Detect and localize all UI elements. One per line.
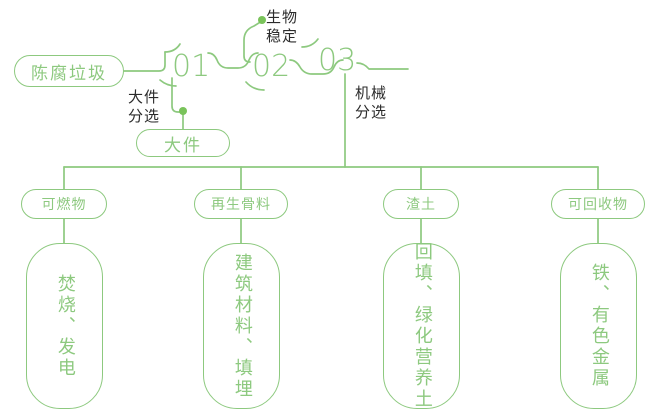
annotation-bulky-sorting-line2: 分选 (128, 106, 161, 125)
annotation-mechanical-sorting: 机械 分选 (355, 84, 387, 122)
category-pill-1[interactable]: 再生骨料 (194, 189, 288, 219)
stage-number-01[interactable]: 01 (172, 49, 211, 84)
category-pill-3-label: 可回收物 (568, 197, 628, 213)
outcome-box-0-text: 焚烧、发电 (54, 273, 76, 379)
wire-03-tail (356, 62, 409, 70)
source-node-label: 陈腐垃圾 (31, 63, 107, 84)
category-pill-3[interactable]: 可回收物 (551, 189, 645, 219)
outcome-box-1-text: 建筑材料、填埋 (231, 252, 253, 400)
annotation-bulky-sorting-line1: 大件 (128, 88, 161, 106)
annotation-mechanical-sorting-line1: 机械 (355, 84, 388, 102)
outcome-box-3[interactable]: 铁、有色金属 (560, 243, 637, 409)
wire-arc-03-top (301, 38, 319, 48)
category-pill-2-label: 渣土 (406, 197, 436, 213)
category-pill-1-label: 再生骨料 (211, 197, 271, 213)
wire-source-to-01 (123, 51, 166, 72)
outcome-box-2[interactable]: 回填、绿化营养土 (383, 242, 460, 410)
annotation-bulky-sorting: 大件 分选 (128, 88, 160, 126)
endpoint-dot-bio-stabilization (258, 16, 266, 24)
endpoint-dot-bulky-sorting (179, 107, 187, 115)
annotation-bio-stabilization: 生物 稳定 (266, 8, 298, 46)
outcome-box-3-text: 铁、有色金属 (588, 263, 610, 389)
byproduct-node-bulky[interactable]: 大件 (136, 129, 230, 157)
outcome-box-0[interactable]: 焚烧、发电 (26, 243, 103, 409)
category-pill-0-label: 可燃物 (41, 197, 87, 213)
stage-number-02[interactable]: 02 (252, 49, 291, 84)
outcome-box-1[interactable]: 建筑材料、填埋 (203, 243, 280, 409)
category-pill-2[interactable]: 渣土 (383, 189, 459, 219)
byproduct-node-bulky-label: 大件 (164, 135, 202, 156)
annotation-bio-stabilization-line1: 生物 (266, 8, 299, 26)
category-pill-0[interactable]: 可燃物 (21, 189, 107, 219)
stage-number-03[interactable]: 03 (318, 43, 357, 78)
source-node[interactable]: 陈腐垃圾 (14, 55, 124, 87)
annotation-bio-stabilization-line2: 稳定 (266, 26, 299, 45)
wire-01-to-02 (207, 52, 259, 69)
outcome-box-2-text: 回填、绿化营养土 (411, 242, 433, 410)
annotation-mechanical-sorting-line2: 分选 (355, 102, 388, 121)
